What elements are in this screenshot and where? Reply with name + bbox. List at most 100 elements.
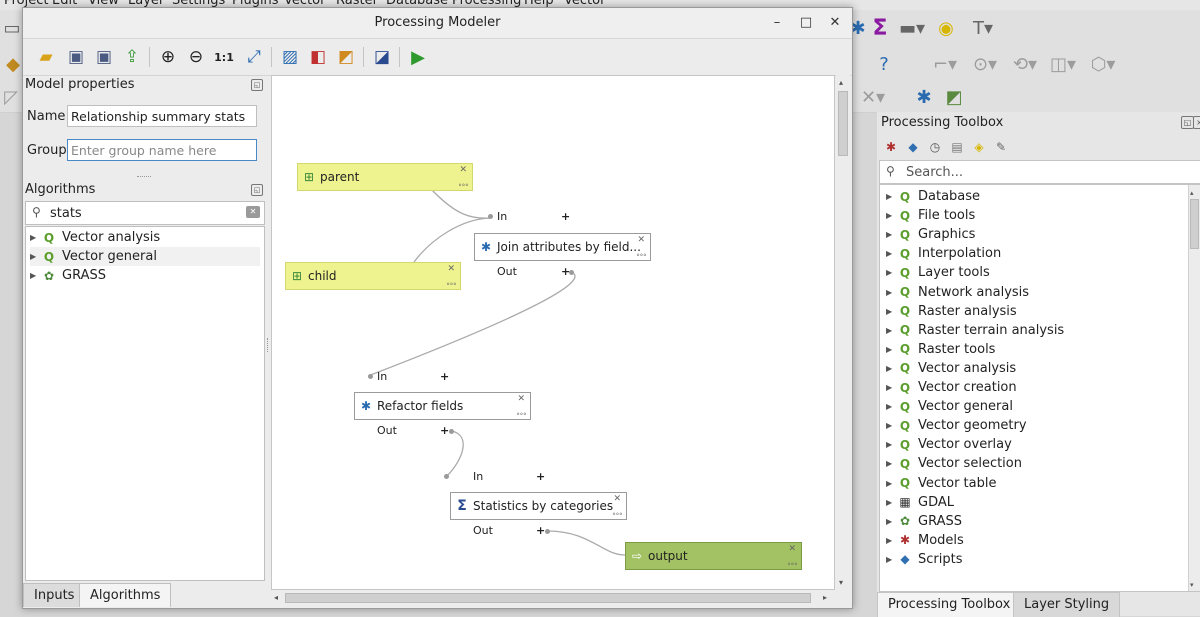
modeler-titlebar[interactable]: Processing Modeler – □ ✕ (23, 8, 852, 39)
results-icon[interactable]: ▤ (951, 140, 963, 154)
menu-settings[interactable]: Settings (172, 0, 226, 8)
output-port-dot[interactable] (569, 270, 574, 275)
zoom-in-icon[interactable]: ⊕ (160, 47, 176, 67)
expand-arrow-icon[interactable]: ▶ (886, 363, 893, 373)
expand-arrow-icon[interactable]: ▶ (886, 344, 893, 354)
models-toolbar-icon[interactable]: ✱ (885, 140, 897, 154)
expand-arrow-icon[interactable]: ▶ (886, 402, 893, 412)
toolbox-search[interactable]: ⚲ (879, 160, 1200, 184)
expand-outputs-icon[interactable]: + (561, 265, 571, 278)
tab-layer-styling[interactable]: Layer Styling (1013, 592, 1121, 617)
text-annotation-icon[interactable]: T▾ (972, 17, 994, 39)
canvas-vertical-scrollbar[interactable]: ▴ ▾ (836, 75, 850, 590)
scroll-down-arrow[interactable]: ▾ (1190, 581, 1194, 589)
expand-inputs-icon[interactable]: + (440, 370, 450, 383)
expand-arrow-icon[interactable]: ▶ (886, 421, 893, 431)
edit-features-icon[interactable]: ◈ (974, 140, 984, 154)
toolbox-tree-item[interactable]: ▶▦GDAL (886, 493, 954, 512)
node-join-attributes[interactable]: ✱ Join attributes by field... ✕ ∘∘∘ (474, 233, 651, 261)
model-group-input[interactable] (67, 139, 257, 161)
expand-arrow-icon[interactable]: ▶ (886, 516, 893, 526)
options-wrench-icon[interactable]: ✎ (995, 140, 1007, 154)
input-port-dot[interactable] (488, 214, 493, 219)
menu-processing[interactable]: Processing (452, 0, 522, 8)
new-project-icon[interactable]: ▭ (3, 17, 21, 39)
expand-arrow-icon[interactable]: ▶ (886, 383, 893, 392)
expand-arrow-icon[interactable]: ▶ (886, 287, 893, 297)
output-port-dot[interactable] (545, 529, 550, 534)
expand-arrow-icon[interactable]: ▶ (886, 554, 893, 564)
canvas-horizontal-scrollbar[interactable]: ◂ ▸ (271, 591, 835, 605)
remove-node-icon[interactable]: ✕ (459, 165, 467, 175)
expand-arrow-icon[interactable]: ▶ (886, 440, 893, 450)
node-output[interactable]: ⇨ output ✕ ∘∘∘ (625, 542, 802, 570)
toolbox-tree-item[interactable]: ▶✿GRASS (886, 512, 962, 531)
remove-node-icon[interactable]: ✕ (447, 264, 455, 274)
input-port-dot[interactable] (444, 474, 449, 479)
menu-view[interactable]: View (88, 0, 119, 8)
help-icon[interactable]: ? (879, 53, 889, 75)
menu-edit[interactable]: Edit (52, 0, 78, 8)
expand-arrow-icon[interactable]: ▶ (886, 325, 893, 335)
export-pdf-icon[interactable]: ◧ (309, 47, 327, 67)
toolbox-scroll-thumb[interactable] (1190, 199, 1199, 249)
expand-arrow-icon[interactable]: ▶ (886, 306, 893, 316)
menu-database[interactable]: Database (386, 0, 449, 8)
expand-arrow-icon[interactable]: ▶ (886, 211, 893, 221)
model-properties-float-icon[interactable]: ◱ (251, 79, 263, 91)
expand-arrow-icon[interactable]: ▶ (30, 233, 37, 242)
toolbox-tree-item[interactable]: ▶◆Scripts (886, 550, 962, 569)
expand-inputs-icon[interactable]: + (536, 470, 546, 483)
toolbox-tree-item[interactable]: ▶✱Models (886, 531, 964, 550)
output-port-dot[interactable] (449, 429, 454, 434)
maximize-button[interactable]: □ (799, 15, 813, 30)
expand-arrow-icon[interactable]: ▶ (886, 192, 893, 201)
save-as-model-icon[interactable]: ▣ (95, 47, 113, 67)
zoom-full-icon[interactable]: ⤢ (247, 47, 261, 67)
zoom-actual-icon[interactable]: 1:1 (214, 50, 234, 64)
dock-close-icon[interactable]: × (1193, 116, 1200, 129)
expand-arrow-icon[interactable]: ▶ (886, 230, 893, 240)
tab-algorithms[interactable]: Algorithms (79, 583, 172, 607)
expand-arrow-icon[interactable]: ▶ (886, 249, 893, 259)
canvas-vscroll-thumb[interactable] (838, 91, 848, 156)
scroll-left-arrow[interactable]: ◂ (274, 593, 279, 602)
zoom-out-icon[interactable]: ⊖ (188, 47, 204, 67)
minimize-button[interactable]: – (773, 15, 781, 30)
expand-arrow-icon[interactable]: ▶ (886, 459, 893, 469)
tree-item-vector-analysis[interactable]: ▶ Q Vector analysis (30, 228, 260, 247)
settings-icon[interactable]: ✱ (850, 17, 866, 39)
expand-arrow-icon[interactable]: ▶ (886, 478, 893, 488)
scroll-up-arrow[interactable]: ▴ (1190, 189, 1194, 197)
edit-help-icon[interactable]: ◪ (373, 47, 391, 67)
tab-processing-toolbox[interactable]: Processing Toolbox (877, 592, 1022, 617)
model-canvas[interactable]: ⊞ parent ✕ ∘∘∘ ⊞ child ✕ ∘∘∘ In + ✱ Join… (271, 75, 835, 590)
open-model-icon[interactable]: ▰ (39, 47, 53, 67)
plugin-icon[interactable]: ◩ (945, 86, 963, 108)
clear-search-icon[interactable]: ✕ (246, 206, 260, 218)
node-parent[interactable]: ⊞ parent ✕ ∘∘∘ (297, 163, 473, 191)
export-image-icon[interactable]: ▨ (281, 47, 299, 67)
statistics-icon[interactable]: Σ (872, 15, 888, 41)
input-port-dot[interactable] (368, 374, 373, 379)
save-model-icon[interactable]: ▣ (67, 47, 85, 67)
scroll-down-arrow[interactable]: ▾ (839, 578, 844, 587)
node-refactor-fields[interactable]: ✱ Refactor fields ✕ ∘∘∘ (354, 392, 531, 420)
measure-icon[interactable]: ▬▾ (898, 17, 926, 39)
processing-gear-icon[interactable]: ✱ (916, 86, 932, 108)
model-name-input[interactable] (67, 105, 257, 127)
node-child[interactable]: ⊞ child ✕ ∘∘∘ (285, 262, 461, 290)
remove-node-icon[interactable]: ✕ (637, 235, 645, 245)
expand-outputs-icon[interactable]: + (440, 424, 450, 437)
export-svg-icon[interactable]: ◩ (337, 47, 355, 67)
history-icon[interactable]: ◷ (929, 140, 941, 154)
remove-node-icon[interactable]: ✕ (517, 394, 525, 404)
save-to-project-icon[interactable]: ⇪ (124, 47, 140, 67)
node-menu-icon[interactable]: ∘∘∘ (515, 410, 527, 418)
